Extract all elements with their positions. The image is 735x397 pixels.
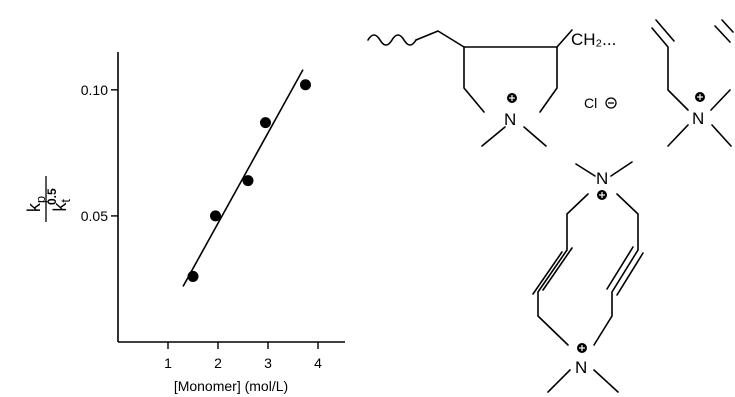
chloride-label: Cl xyxy=(584,95,597,111)
lower-bottom-ammonium: N xyxy=(575,343,587,377)
ring-ammonium: N xyxy=(504,93,517,129)
right-allyl-a xyxy=(651,27,689,111)
data-point xyxy=(210,210,221,222)
polymer-chain-wavy xyxy=(367,34,417,46)
chloride-counterion: Cl xyxy=(584,95,617,111)
ring-nitrogen-label: N xyxy=(504,110,516,129)
lower-top-n-methyls xyxy=(575,161,633,177)
ring-methyl-bonds xyxy=(481,126,547,147)
y-tick-label: 0.05 xyxy=(81,208,108,224)
ylabel-denominator: kt0.5 xyxy=(45,188,73,212)
right-allyl-b xyxy=(721,19,734,33)
ring-ch2-bond xyxy=(556,29,573,48)
x-tick-label: 3 xyxy=(264,355,272,371)
lower-bottom-nitrogen-label: N xyxy=(575,358,587,377)
right-n-bonds xyxy=(667,89,732,147)
right-allyl-a-double xyxy=(655,19,675,42)
x-tick-label: 1 xyxy=(164,355,172,371)
data-point xyxy=(187,270,199,282)
chemical-structure: CH₂... N Cl N N N xyxy=(367,19,734,393)
lower-left-chain xyxy=(537,193,589,346)
ch2-label: CH₂... xyxy=(571,30,616,49)
right-nitrogen-label: N xyxy=(692,109,704,128)
lower-right-triple xyxy=(606,246,644,296)
polymer-bond-to-ring xyxy=(415,30,465,48)
right-ammonium: N xyxy=(692,92,705,128)
lower-left-triple xyxy=(532,247,573,295)
lower-top-nitrogen-label: N xyxy=(596,169,608,188)
lower-right-chain xyxy=(593,193,639,346)
y-tick-label: 0.10 xyxy=(81,82,108,98)
lower-bottom-n-methyls xyxy=(547,369,619,393)
x-tick-label: 2 xyxy=(214,355,222,371)
data-point xyxy=(300,79,311,91)
lower-top-ammonium: N xyxy=(596,169,608,200)
data-point xyxy=(242,175,254,187)
right-allyl-b-double xyxy=(714,25,731,43)
y-axis-label: kp kt0.5 xyxy=(24,176,73,222)
fit-line xyxy=(182,69,304,287)
x-tick-label: 4 xyxy=(314,355,322,371)
pyrrolidine-ring xyxy=(463,46,558,113)
data-point xyxy=(260,117,271,129)
negative-charge-icon xyxy=(605,97,617,109)
ylabel-numerator: kp xyxy=(24,196,48,212)
rate-plot: 1 2 3 4 0.05 0.10 kp kt0.5 [Monomer] (mol/L) xyxy=(24,52,345,394)
x-axis-label: [Monomer] (mol/L) xyxy=(174,378,288,394)
